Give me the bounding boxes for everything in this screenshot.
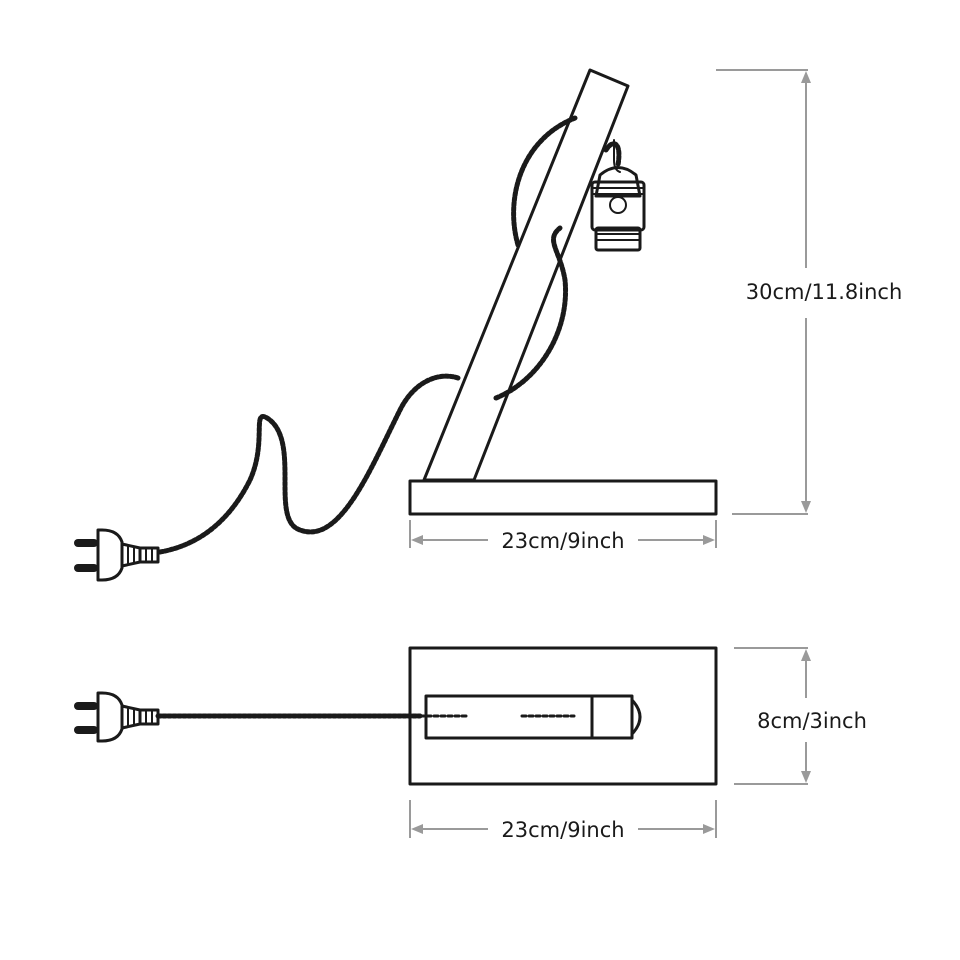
lamp-socket-icon <box>590 139 646 252</box>
side-cord <box>157 115 622 555</box>
top-width-label: 23cm/9inch <box>501 818 624 842</box>
top-width-dimension: 23cm/9inch <box>409 800 717 842</box>
side-width-label: 23cm/9inch <box>501 529 624 553</box>
lamp-arm-top <box>418 694 642 740</box>
side-width-dimension: 23cm/9inch <box>409 520 717 553</box>
top-plug-icon <box>74 691 160 743</box>
lamp-base-side <box>408 479 718 516</box>
side-view: 30cm/11.8inch 23cm/9inch <box>74 68 903 582</box>
lamp-arm <box>422 68 630 482</box>
depth-dimension: 8cm/3inch <box>734 647 867 785</box>
depth-label: 8cm/3inch <box>757 709 867 733</box>
height-dimension: 30cm/11.8inch <box>716 69 903 515</box>
height-label: 30cm/11.8inch <box>746 280 903 304</box>
top-view: 8cm/3inch 23cm/9inch <box>74 646 867 842</box>
side-plug-icon <box>74 528 160 582</box>
